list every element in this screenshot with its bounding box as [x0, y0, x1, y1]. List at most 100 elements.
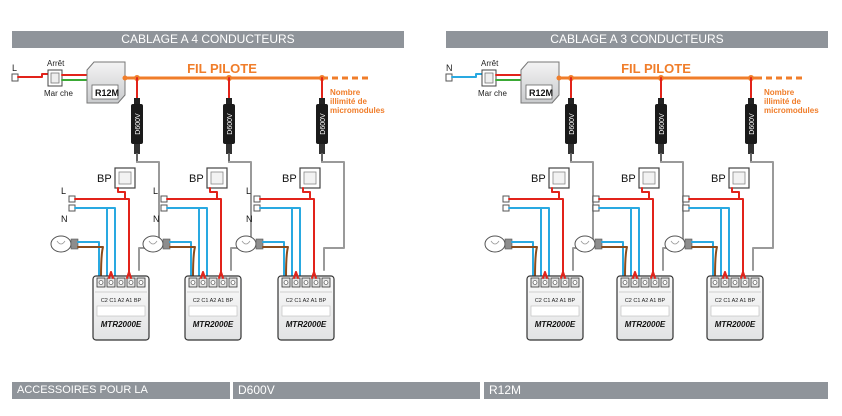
- module-window: [96, 305, 146, 317]
- probe-label: D600V: [749, 113, 756, 135]
- module-label: MTR2000E: [535, 320, 576, 329]
- probe-label: D600V: [320, 113, 327, 135]
- probe-label: D600V: [135, 113, 142, 135]
- probe-neck: [319, 144, 325, 154]
- module-screw-head: [652, 280, 658, 285]
- probe-neck: [748, 144, 754, 154]
- live-to-bp: [731, 187, 740, 200]
- bp-signal-wire: [570, 161, 594, 271]
- live-wire: [74, 198, 130, 279]
- module-terminal-labels: C2 C1 A2 A1 BP: [715, 298, 756, 304]
- module-screw-head: [323, 280, 329, 285]
- lamp-neutral: [262, 241, 285, 279]
- switch-rocker: [50, 72, 60, 84]
- terminal-n-label: N: [153, 214, 160, 224]
- live-to-bp: [209, 187, 218, 200]
- pushbutton-label: BP: [189, 173, 204, 185]
- note-line: illimité de: [330, 97, 367, 106]
- module-screw-head: [128, 280, 134, 285]
- lamp-neutral: [77, 241, 100, 279]
- pushbutton-key: [732, 171, 746, 185]
- probe-tip: [319, 98, 325, 104]
- module-label: MTR2000E: [715, 320, 756, 329]
- module-window: [710, 305, 760, 317]
- module-screw-head: [722, 280, 728, 285]
- bus-label: FIL PILOTE: [187, 61, 257, 76]
- module-screw-head: [622, 280, 628, 285]
- module-screw-head: [712, 280, 718, 285]
- pushbutton-key: [642, 171, 656, 185]
- switch-label-marche: Mar che: [44, 89, 73, 98]
- lamp-brown-wire: [691, 246, 718, 279]
- relay-face: [91, 84, 119, 100]
- probe-tip: [748, 98, 754, 104]
- probe-body: [655, 104, 667, 144]
- lamp-socket: [684, 238, 693, 250]
- probe-body: [223, 104, 235, 144]
- pushbutton-key: [552, 171, 566, 185]
- pushbutton-key: [303, 171, 317, 185]
- module-screw-head: [632, 280, 638, 285]
- lamp-brown-wire: [169, 246, 196, 279]
- pushbutton-label: BP: [621, 173, 636, 185]
- module-terminal-labels: C2 C1 A2 A1 BP: [193, 298, 234, 304]
- pushbutton-key: [210, 171, 224, 185]
- switch-label-arret: Arrêt: [481, 59, 499, 68]
- source-wire: [17, 73, 49, 78]
- source-terminal: [11, 73, 19, 82]
- live-to-bp: [551, 187, 560, 200]
- probe-label: D600V: [569, 113, 576, 135]
- probe-neck: [658, 144, 664, 154]
- relay-label: R12M: [95, 88, 119, 98]
- lamp-socket: [504, 238, 513, 250]
- relay-label: R12M: [529, 88, 553, 98]
- lamp-filament: [148, 240, 158, 245]
- pushbutton-label: BP: [711, 173, 726, 185]
- terminal-hook: [200, 271, 206, 279]
- bp-signal-wire: [750, 161, 774, 271]
- switch-label-arret: Arrêt: [47, 59, 65, 68]
- footer-d600v-tab[interactable]: D600V: [233, 382, 480, 399]
- module-screw-head: [210, 280, 216, 285]
- neutral-wire: [508, 207, 550, 279]
- probe-tip: [658, 98, 664, 104]
- neutral-wire: [166, 207, 208, 279]
- probe-neck: [226, 144, 232, 154]
- module-screw-head: [642, 280, 648, 285]
- terminal-hook: [218, 271, 224, 279]
- live-to-bp: [641, 187, 650, 200]
- terminal-hook: [293, 271, 299, 279]
- module-screw-head: [572, 280, 578, 285]
- footer-r12m-tab[interactable]: R12M: [484, 382, 828, 399]
- lamp-brown-wire: [601, 246, 628, 279]
- module-label: MTR2000E: [286, 320, 327, 329]
- lamp-filament: [670, 240, 680, 245]
- lamp-neutral: [691, 241, 714, 279]
- live-wire: [508, 198, 564, 279]
- bus-label: FIL PILOTE: [621, 61, 691, 76]
- probe-neck: [134, 144, 140, 154]
- terminal-hook: [650, 271, 656, 279]
- header-3-conducteurs: CABLAGE A 3 CONDUCTEURS: [446, 31, 828, 48]
- lamp-socket: [594, 238, 603, 250]
- live-wire: [259, 198, 315, 279]
- bp-signal-wire: [660, 161, 684, 271]
- lamp-socket: [255, 238, 264, 250]
- switch-label-marche: Mar che: [478, 89, 507, 98]
- terminal-hook: [740, 271, 746, 279]
- probe-neck: [568, 144, 574, 154]
- module-terminal-labels: C2 C1 A2 A1 BP: [625, 298, 666, 304]
- neutral-wire: [598, 207, 640, 279]
- note-line: illimité de: [764, 97, 801, 106]
- lamp-filament: [490, 240, 500, 245]
- module-terminal-labels: C2 C1 A2 A1 BP: [535, 298, 576, 304]
- module-screw-head: [190, 280, 196, 285]
- module-screw-head: [313, 280, 319, 285]
- source-terminal-label: N: [446, 63, 453, 73]
- note-line: Nombre: [764, 88, 795, 97]
- probe-body: [316, 104, 328, 144]
- module-screw-head: [118, 280, 124, 285]
- module-screw-head: [542, 280, 548, 285]
